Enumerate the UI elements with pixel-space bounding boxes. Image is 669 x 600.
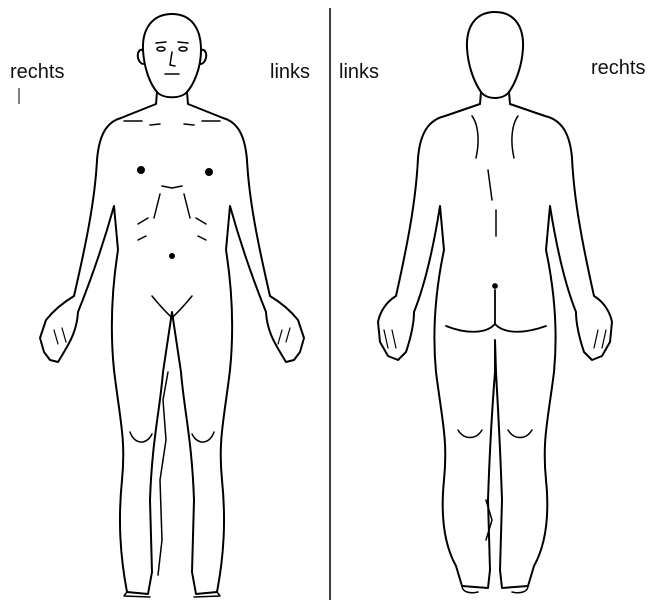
back-label-left-side: links bbox=[339, 62, 379, 82]
back-label-right-side: rechts bbox=[591, 58, 645, 78]
back-buttocks bbox=[446, 284, 546, 332]
front-knees bbox=[130, 432, 214, 442]
front-label-right-side: rechts bbox=[10, 62, 64, 82]
front-nipple-right bbox=[138, 167, 144, 173]
front-clavicles bbox=[124, 121, 220, 125]
front-figure bbox=[40, 14, 304, 597]
back-body-outline bbox=[378, 92, 612, 588]
front-face bbox=[156, 42, 188, 74]
front-body-outline bbox=[40, 92, 304, 594]
front-label-left-side: links bbox=[270, 62, 310, 82]
front-palms bbox=[54, 328, 290, 344]
back-head bbox=[467, 12, 523, 98]
front-navel bbox=[170, 254, 174, 258]
back-figure bbox=[378, 12, 612, 593]
back-legs-detail bbox=[458, 430, 532, 540]
front-ribcage-marks bbox=[138, 186, 206, 240]
back-scapula-lines bbox=[472, 116, 518, 236]
front-nipple-left bbox=[206, 169, 212, 175]
